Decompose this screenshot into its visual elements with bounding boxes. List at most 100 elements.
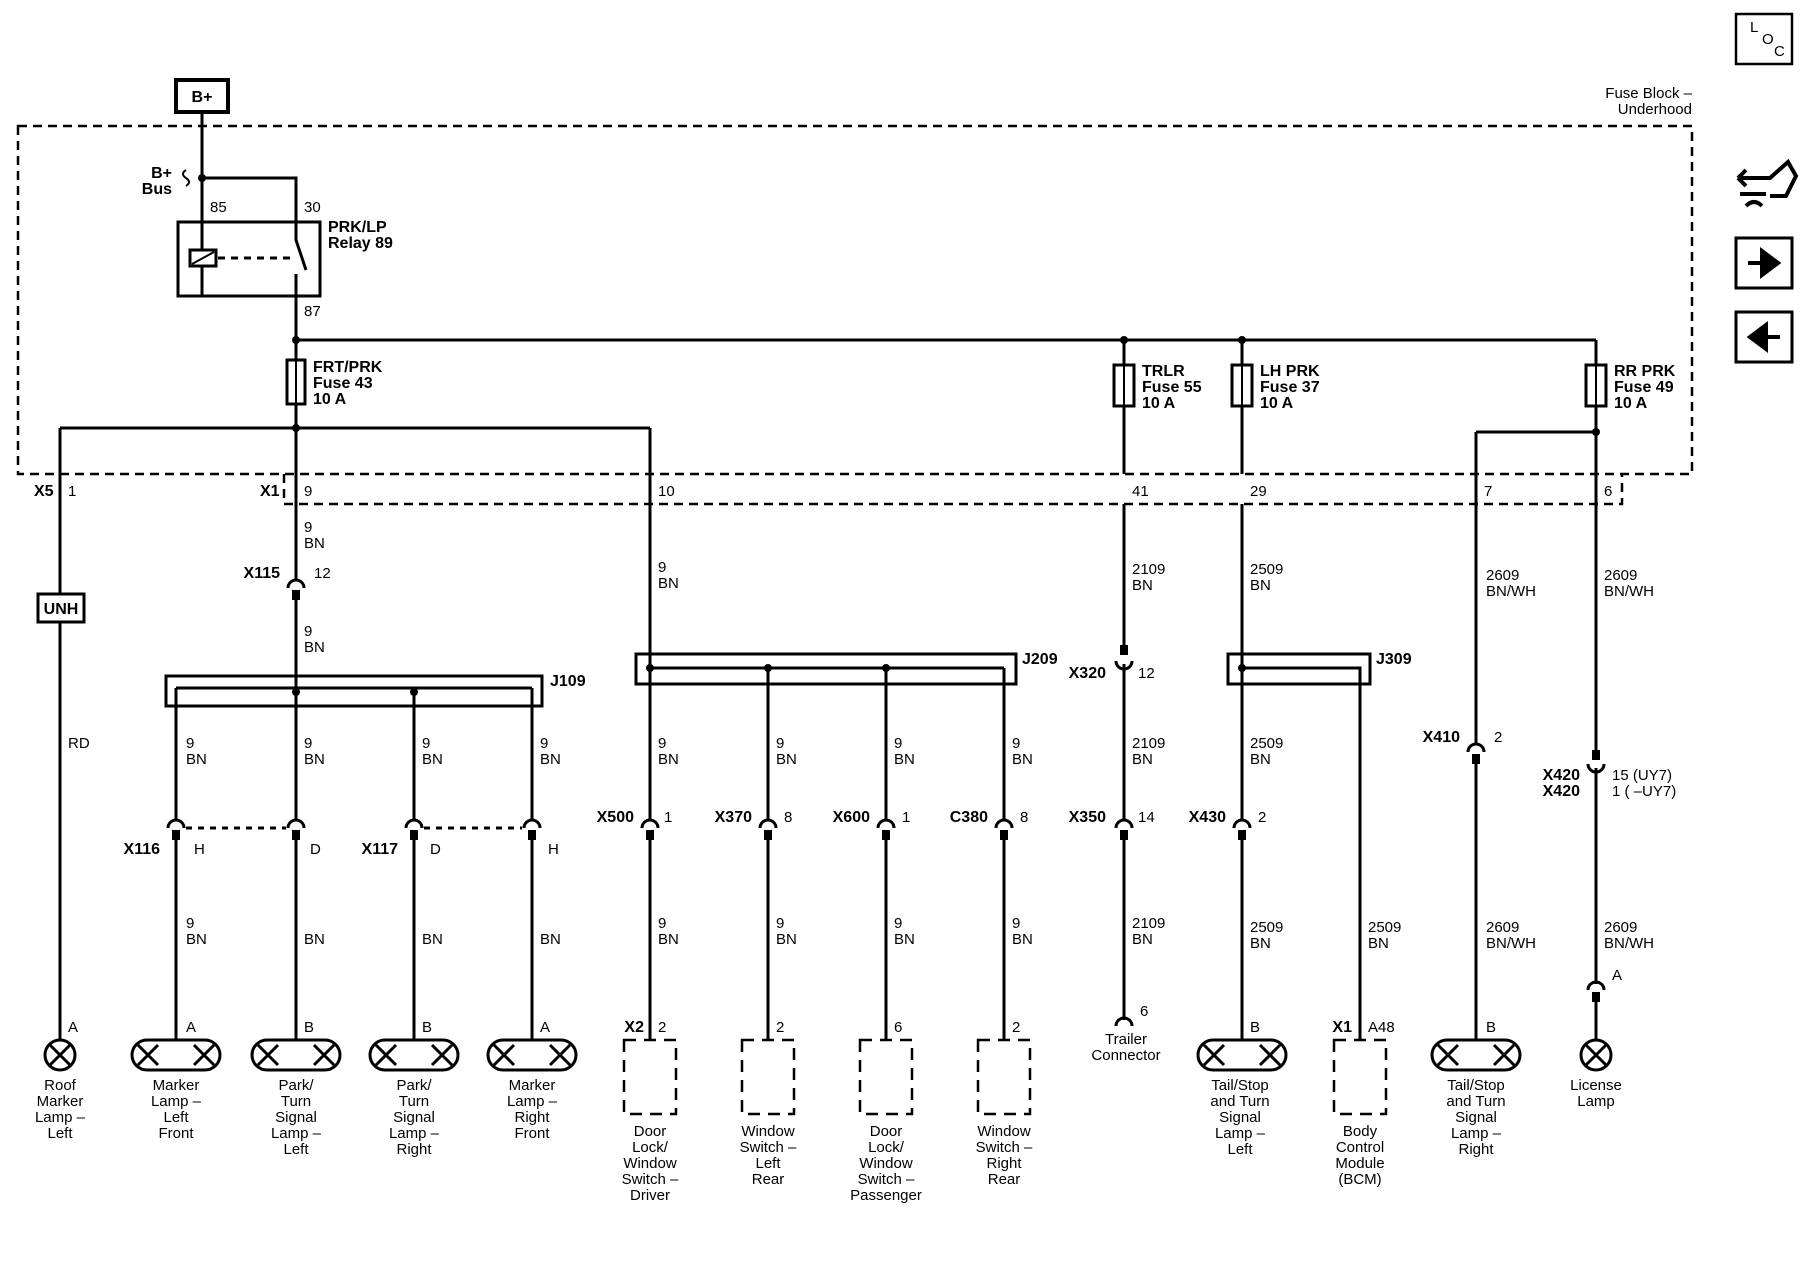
svg-text:Front: Front <box>158 1125 194 1142</box>
x1-connector <box>282 474 1624 506</box>
svg-text:Lamp: Lamp <box>1577 1093 1615 1110</box>
component-labels-left: Roof Marker Lamp – Left Marker Lamp – Le… <box>35 1077 558 1158</box>
wire-label: 2509 <box>1250 919 1283 936</box>
x2-label: X2 <box>624 1019 644 1036</box>
loc-button[interactable]: L O C <box>1734 12 1794 66</box>
svg-text:Signal: Signal <box>275 1109 317 1126</box>
x350-pin: 14 <box>1138 809 1155 826</box>
svg-text:9: 9 <box>1012 735 1020 752</box>
svg-text:Body: Body <box>1343 1123 1378 1140</box>
wire-label: BN <box>304 639 325 656</box>
svg-text:Switch –: Switch – <box>976 1139 1033 1156</box>
harness-icon[interactable] <box>1736 158 1799 208</box>
x500-label: X500 <box>597 809 634 826</box>
wire-label: BN <box>1250 751 1271 768</box>
x1-bcm-pin: A48 <box>1368 1019 1395 1036</box>
body-control-module <box>1332 1038 1388 1116</box>
fuse-49: RR PRK Fuse 49 10 A <box>1584 340 1676 474</box>
svg-text:FRT/PRK: FRT/PRK <box>313 359 383 376</box>
svg-text:Lamp –: Lamp – <box>35 1109 86 1126</box>
trailer-pin: 6 <box>1140 1003 1148 1020</box>
arrow-right-icon[interactable] <box>1734 236 1794 290</box>
j309-splice <box>1226 652 1372 686</box>
x370-pin: 8 <box>784 809 792 826</box>
svg-text:BN: BN <box>540 931 561 948</box>
pin-b: B <box>1486 1019 1496 1036</box>
window-switch-left-rear <box>740 1038 796 1116</box>
svg-text:BN: BN <box>540 751 561 768</box>
pin-2: 2 <box>776 1019 784 1036</box>
svg-text:RR PRK: RR PRK <box>1614 363 1676 380</box>
wire-label: 2109 <box>1132 735 1165 752</box>
svg-text:Lock/: Lock/ <box>632 1139 669 1156</box>
svg-text:BN: BN <box>304 931 325 948</box>
svg-text:Marker: Marker <box>153 1077 200 1094</box>
svg-text:Window: Window <box>741 1123 795 1140</box>
wire-label: BN <box>1250 577 1271 594</box>
svg-text:Marker: Marker <box>37 1093 84 1110</box>
tail-stop-lamp-right <box>1430 1038 1522 1072</box>
relay-name-1: PRK/LP <box>328 219 387 236</box>
fuse-block-outline <box>16 124 1694 476</box>
svg-text:Switch –: Switch – <box>858 1171 915 1188</box>
svg-text:Turn: Turn <box>399 1093 429 1110</box>
svg-text:BN: BN <box>776 751 797 768</box>
x600-pin: 1 <box>902 809 910 826</box>
svg-text:Roof: Roof <box>44 1077 77 1094</box>
svg-text:Lamp –: Lamp – <box>1215 1125 1266 1142</box>
x1-pin-41: 41 <box>1132 483 1149 500</box>
wire-label: 2609 <box>1486 919 1519 936</box>
wire-label: 2609 <box>1486 567 1519 584</box>
svg-text:9: 9 <box>776 735 784 752</box>
svg-text:Tail/Stop: Tail/Stop <box>1211 1077 1269 1094</box>
fuse-55: TRLR Fuse 55 10 A <box>1112 340 1202 474</box>
svg-text:Park/: Park/ <box>396 1077 432 1094</box>
pin-6: 6 <box>894 1019 902 1036</box>
svg-text:License: License <box>1570 1077 1622 1094</box>
svg-text:(BCM): (BCM) <box>1338 1171 1381 1188</box>
park-turn-lamp-right <box>368 1038 460 1072</box>
marker-lamp-right-front <box>486 1038 578 1072</box>
svg-text:9: 9 <box>894 735 902 752</box>
svg-text:BN: BN <box>894 751 915 768</box>
x2-pin: 2 <box>658 1019 666 1036</box>
svg-text:Left: Left <box>163 1109 189 1126</box>
j109-splice <box>164 674 544 708</box>
svg-text:Window: Window <box>859 1155 913 1172</box>
svg-text:Park/: Park/ <box>278 1077 314 1094</box>
wire-label: 2509 <box>1368 919 1401 936</box>
wire-label: 9 <box>304 519 312 536</box>
svg-text:Right: Right <box>514 1109 550 1126</box>
relay-name-2: Relay 89 <box>328 235 393 252</box>
svg-text:Lamp –: Lamp – <box>1451 1125 1502 1142</box>
relay-pin-87: 87 <box>304 303 321 320</box>
fuse-block-label-1: Fuse Block – <box>1605 85 1692 102</box>
wire-label: 2609 <box>1604 567 1637 584</box>
svg-text:9: 9 <box>658 915 666 932</box>
arrow-left-icon[interactable] <box>1734 310 1794 364</box>
svg-text:Switch –: Switch – <box>622 1171 679 1188</box>
wire-label: BN <box>1368 935 1389 952</box>
svg-text:O: O <box>1762 31 1774 48</box>
svg-text:Door: Door <box>870 1123 903 1140</box>
x370-label: X370 <box>715 809 752 826</box>
svg-text:9: 9 <box>422 735 430 752</box>
relay-pin-85: 85 <box>210 199 227 216</box>
j309-label: J309 <box>1376 651 1412 668</box>
x117-pin-h: H <box>548 841 559 858</box>
wire-label: BN/WH <box>1486 583 1536 600</box>
x116-pin-d: D <box>310 841 321 858</box>
wire-label: 2509 <box>1250 561 1283 578</box>
fuse-37: LH PRK Fuse 37 10 A <box>1230 340 1320 474</box>
svg-text:LH PRK: LH PRK <box>1260 363 1320 380</box>
pin-b: B <box>422 1019 432 1036</box>
svg-text:Right: Right <box>986 1155 1022 1172</box>
svg-text:L: L <box>1750 19 1758 36</box>
x410-pin: 2 <box>1494 729 1502 746</box>
svg-text:Passenger: Passenger <box>850 1187 922 1204</box>
x1-pin-29: 29 <box>1250 483 1267 500</box>
trailer-connector-label: Trailer <box>1105 1031 1147 1048</box>
window-switch-right-rear <box>976 1038 1032 1116</box>
unh-box <box>36 592 86 624</box>
svg-text:9: 9 <box>304 735 312 752</box>
